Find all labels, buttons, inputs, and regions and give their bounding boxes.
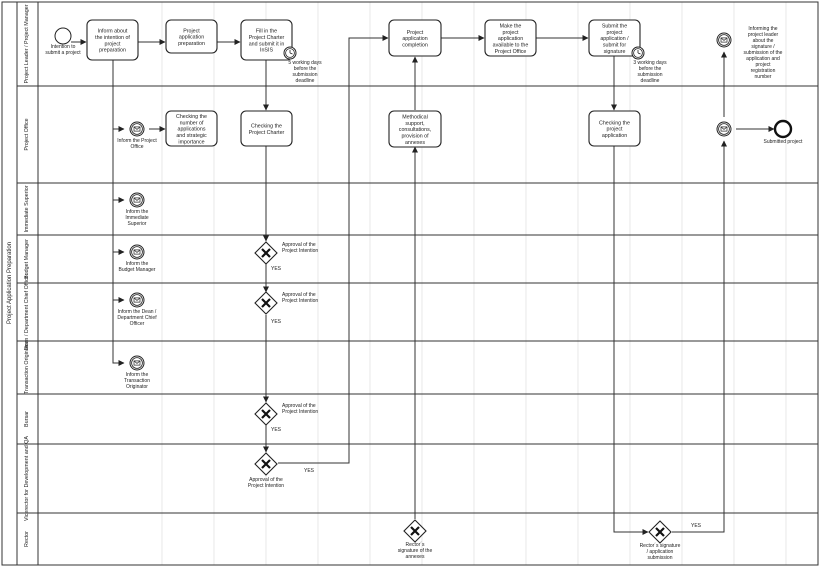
flow-inform-branches [112,60,125,366]
flow-rector-to-msg [672,140,727,533]
lane-label: Vicerector for Development and QA [24,436,30,521]
lane-label: Transaction Originator [24,341,30,394]
lane-bu: Bursar [17,393,818,444]
pool-title: Project Application Preparation [7,242,13,324]
swimlanes: Project Leader / Project ManagerProject … [17,2,818,565]
yes-label: YES [691,523,702,529]
lane-label: Project Leader / Project Manager [24,4,30,83]
lane-label: Dean / Department Chief Officer [24,273,30,350]
lane-label: Rector [24,531,30,547]
yes-label: YES [304,468,315,474]
yes-label: YES [271,266,282,272]
lane-is: Immediate Superior [17,182,818,235]
lane-re: Rector [17,512,818,565]
sequence-flows [71,35,775,535]
yes-label: YES [271,427,282,433]
lane-label: Budget Manager [24,239,30,279]
lane-label: Immediate Superior [24,185,30,232]
lane-dd: Dean / Department Chief Officer [17,273,818,350]
event-label: Submitted project [764,139,804,145]
flow-check-app-to-rector [613,146,649,535]
event-msg_po2[interactable] [716,121,732,137]
lane-label: Project Office [24,118,30,150]
flow-gw-vr-to-completion [278,35,389,464]
yes-label: YES [271,319,282,325]
lane-label: Bursar [24,411,30,427]
lane-vr: Vicerector for Development and QA [17,436,818,521]
lane-to: Transaction Originator [17,340,818,394]
event-end[interactable]: Submitted project [764,119,804,145]
